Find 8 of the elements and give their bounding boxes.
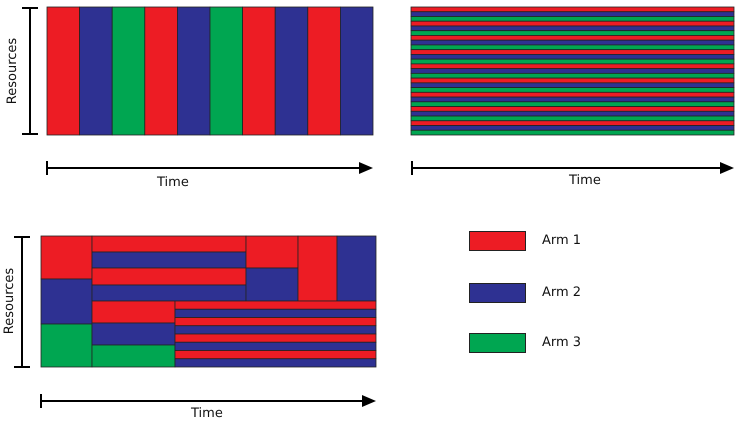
legend-label: Arm 1 <box>542 233 582 249</box>
axis-label: Resources <box>5 38 22 104</box>
legend-label: Arm 3 <box>542 335 582 351</box>
axis-label: Time <box>157 175 189 191</box>
axis-label: Time <box>191 406 223 422</box>
axis-label: Time <box>569 173 601 189</box>
legend-label: Arm 2 <box>542 285 582 301</box>
axis-label: Resources <box>2 268 18 334</box>
